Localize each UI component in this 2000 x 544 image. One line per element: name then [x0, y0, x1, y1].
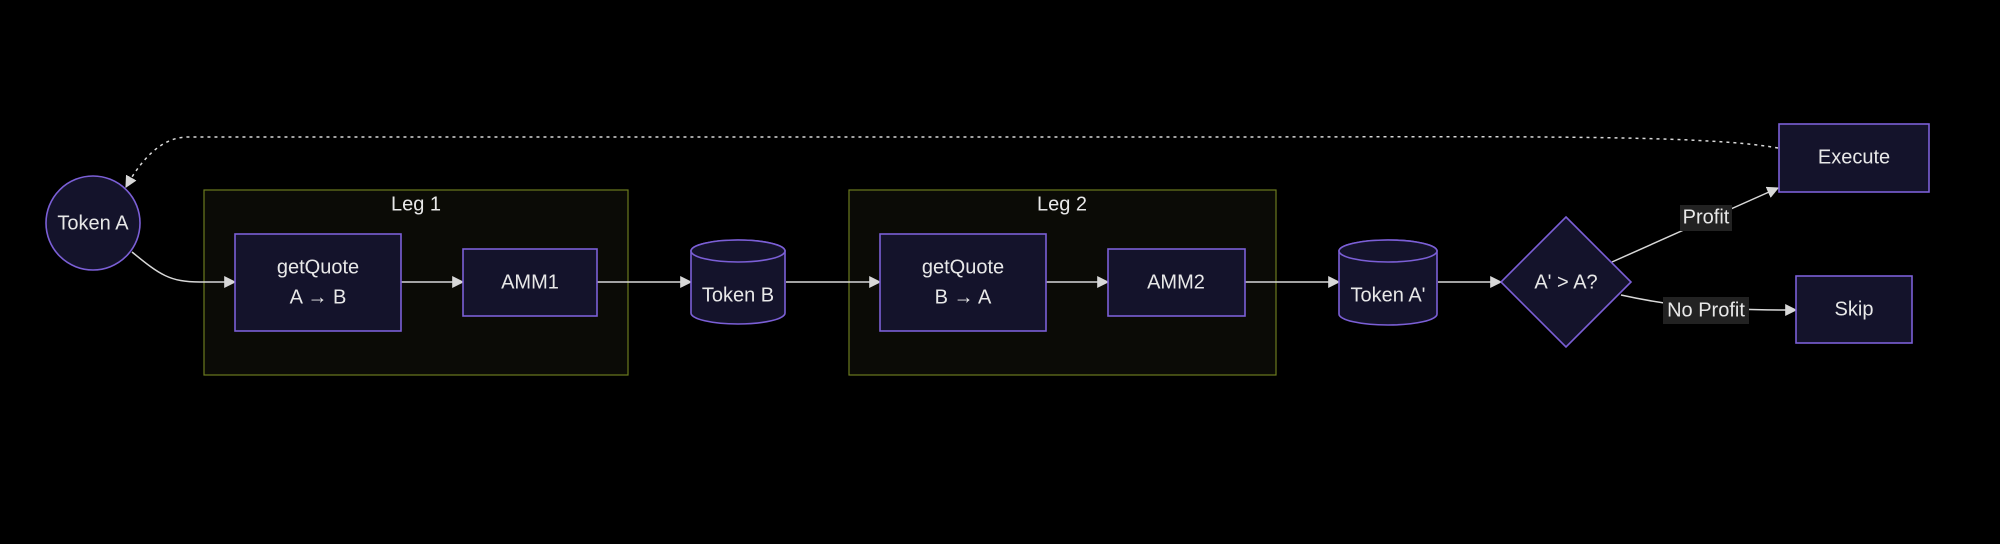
node-getquote-a-to-b[interactable]: getQuote A → B [234, 233, 402, 332]
node-skip[interactable]: Skip [1795, 275, 1913, 344]
node-getquote-b-to-a[interactable]: getQuote B → A [879, 233, 1047, 332]
node-skip-label: Skip [1835, 298, 1874, 320]
node-execute[interactable]: Execute [1778, 123, 1930, 193]
node-amm1-label: AMM1 [501, 271, 559, 293]
node-token-a-prime[interactable]: Token A' [1338, 239, 1438, 326]
node-amm2-label: AMM2 [1147, 271, 1205, 293]
node-decision-label: A' > A? [1534, 271, 1597, 293]
node-amm2[interactable]: AMM2 [1107, 248, 1246, 317]
node-getquote-b-to-a-line2: B → A [935, 286, 992, 308]
node-token-a-label: Token A [57, 212, 129, 234]
node-token-b[interactable]: Token B [690, 239, 786, 325]
node-getquote-a-to-b-line1: getQuote [277, 256, 359, 278]
node-token-b-label: Token B [702, 284, 774, 306]
node-decision[interactable]: A' > A? [1499, 215, 1633, 349]
cluster-leg-1-label: Leg 1 [391, 193, 441, 215]
cluster-leg-2-label: Leg 2 [1037, 193, 1087, 215]
edge-label-no-profit-text: No Profit [1667, 299, 1745, 321]
edge-label-no-profit: No Profit [1663, 297, 1749, 324]
node-token-a-prime-label: Token A' [1351, 284, 1426, 306]
edge-token-a-to-getquote-1 [131, 251, 237, 288]
edge-label-profit-text: Profit [1683, 206, 1730, 228]
node-amm1[interactable]: AMM1 [462, 248, 598, 317]
edge-label-profit: Profit [1680, 205, 1732, 231]
node-getquote-b-to-a-line1: getQuote [922, 256, 1004, 278]
edge-execute-to-token-a [125, 135, 1779, 189]
node-execute-label: Execute [1818, 146, 1890, 168]
node-getquote-a-to-b-line2: A → B [290, 286, 347, 308]
node-token-a[interactable]: Token A [45, 175, 141, 271]
